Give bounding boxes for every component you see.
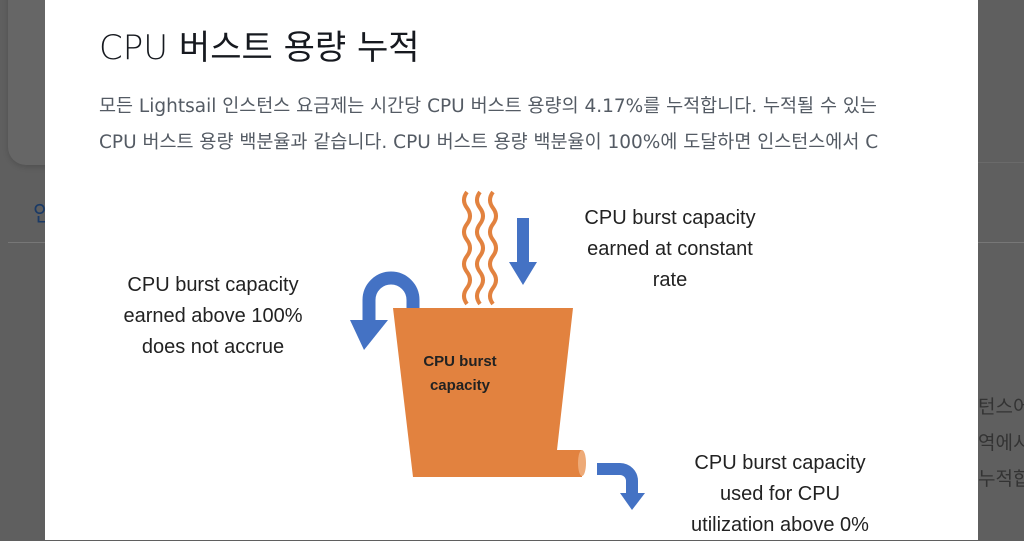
background-text: 역에시	[978, 432, 1024, 454]
paragraph-line: CPU 버스트 용량 백분율과 같습니다. CPU 버스트 용량 백분율이 10…	[99, 132, 879, 153]
background-divider-right	[978, 162, 1024, 163]
cup-label-line: CPU burst	[423, 353, 497, 370]
overflow-label-line: earned above 100%	[123, 305, 303, 327]
overflow-arrowhead	[350, 320, 388, 350]
earned-label-line: earned at constant	[587, 238, 753, 260]
overflow-label-line: CPU burst capacity	[127, 274, 299, 296]
cup-label-line: capacity	[429, 377, 491, 394]
paragraph-line: 모든 Lightsail 인스턴스 요금제는 시간당 CPU 버스트 용량의 4…	[99, 96, 877, 117]
earned-label-line: rate	[652, 269, 688, 291]
background-text: 턴스어	[978, 396, 1024, 418]
used-arrowhead	[620, 493, 645, 510]
earned-label: CPU burst capacity earned at constant ra…	[560, 203, 780, 296]
spout-end	[578, 450, 586, 476]
used-label: CPU burst capacity used for CPU utilizat…	[660, 448, 900, 541]
steam-lines-icon	[462, 190, 498, 306]
used-arrow-icon	[597, 463, 638, 495]
used-label-line: used for CPU	[719, 483, 841, 505]
earned-label-line: CPU burst capacity	[584, 207, 756, 229]
overflow-arrow-icon	[362, 271, 420, 322]
overflow-label: CPU burst capacity earned above 100% doe…	[103, 270, 323, 363]
cup-label: CPU burst capacity	[390, 350, 530, 398]
background-text: 누적합	[978, 468, 1024, 490]
modal-title: CPU 버스트 용량 누적	[99, 28, 420, 68]
overflow-label-line: does not accrue	[141, 336, 285, 358]
cup-shape	[393, 308, 582, 477]
down-arrow-icon	[509, 218, 537, 285]
used-label-line: utilization above 0%	[691, 514, 869, 536]
used-label-line: CPU burst capacity	[694, 452, 866, 474]
